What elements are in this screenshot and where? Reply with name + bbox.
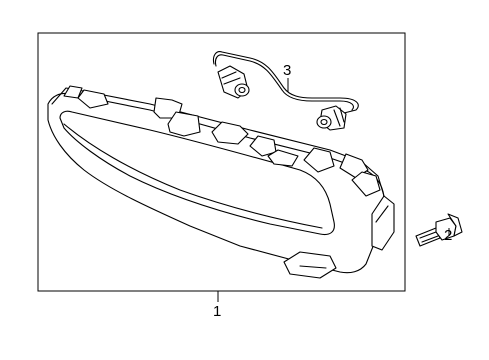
callout-1: 1	[213, 303, 221, 320]
callout-2: 2	[444, 227, 452, 244]
mounting-bolt-icon	[415, 213, 463, 247]
assembly-frame	[37, 32, 406, 292]
bulb-socket-harness-icon	[212, 51, 359, 131]
callout-3: 3	[283, 62, 291, 79]
fog-lamp-assembly-icon	[47, 85, 395, 279]
